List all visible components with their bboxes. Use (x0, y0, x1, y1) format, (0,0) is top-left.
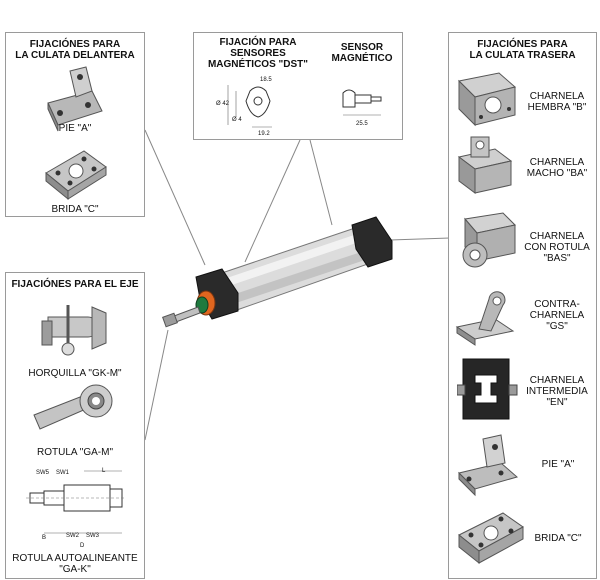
front-head-title: FIJACIÓNES PARA LA CULATA DELANTERA (15, 39, 135, 61)
rear-flange-c-icon (455, 505, 527, 571)
dim-25-5: 25.5 (356, 121, 368, 127)
connector-rear (389, 237, 451, 241)
rear-item-label-ba: CHARNELA MACHO "BA" (526, 157, 588, 179)
male-clevis-ba-icon (455, 133, 517, 197)
intermediate-trunnion-en-icon (457, 355, 519, 427)
foot-a-label: PIE "A" (58, 123, 92, 134)
dim-l: L (102, 468, 106, 474)
rear-item-label-gs: CONTRA- CHARNELA "GS" (529, 299, 585, 332)
rear-item-label-bas: CHARNELA CON ROTULA "BAS" (524, 231, 590, 264)
flange-c-icon (40, 143, 112, 205)
connector-rod (144, 329, 169, 441)
rear-item-label-flange-c: BRIDA "C" (534, 533, 582, 544)
flange-c-label: BRIDA "C" (51, 204, 99, 215)
connector-sensor-b (309, 139, 333, 226)
rod-title: FIJACIÓNES PARA EL EJE (11, 279, 139, 290)
dim-d: D (80, 543, 85, 549)
dim-18-5: 18.5 (260, 77, 272, 83)
rear-head-panel: FIJACIÓNES PARA LA CULATA TRASERA CHARNE… (448, 32, 597, 579)
rod-panel: FIJACIÓNES PARA EL EJE HORQUILLA "GK-M" … (5, 272, 145, 579)
dim-sw1: SW1 (56, 470, 70, 476)
rear-foot-a-icon (455, 433, 525, 497)
dim-19-2: 19.2 (258, 131, 270, 137)
self-aligning-rod-end-label: ROTULA AUTOALINEANTE "GA-K" (12, 553, 138, 575)
counter-clevis-gs-icon (453, 289, 519, 349)
sensor-bracket-title: FIJACIÓN PARA SENSORES MAGNÉTICOS "DST" (207, 37, 309, 70)
sensor-bracket-drawing-icon (222, 81, 292, 133)
dim-4: Ø 4 (232, 117, 242, 123)
dim-sw5: SW5 (36, 470, 50, 476)
rod-eye-clevis-bas-icon (455, 209, 519, 275)
self-aligning-rod-end-drawing-icon (24, 463, 128, 541)
connector-front (144, 129, 206, 266)
dim-b: B (42, 535, 47, 541)
connector-sensor-a (244, 139, 301, 263)
clevis-gk-m-icon (38, 297, 114, 363)
sensor-panel: FIJACIÓN PARA SENSORES MAGNÉTICOS "DST" … (193, 32, 403, 140)
rear-item-label-en: CHARNELA INTERMEDIA "EN" (526, 375, 588, 408)
rod-end-ga-m-label: ROTULA "GA-M" (37, 447, 113, 458)
dim-sw2: SW2 (66, 533, 80, 539)
magnetic-sensor-title: SENSOR MAGNÉTICO (331, 42, 393, 64)
pneumatic-cylinder-icon (160, 215, 396, 340)
dim-42: Ø 42 (216, 101, 230, 107)
front-head-panel: FIJACIÓNES PARA LA CULATA DELANTERA PIE … (5, 32, 145, 217)
rear-item-label-b: CHARNELA HEMBRA "B" (527, 91, 587, 113)
rod-end-ga-m-icon (30, 379, 120, 441)
female-clevis-b-icon (453, 67, 521, 133)
clevis-gk-m-label: HORQUILLA "GK-M" (28, 368, 122, 379)
rear-item-label-foot-a: PIE "A" (541, 459, 575, 470)
rear-head-title: FIJACIÓNES PARA LA CULATA TRASERA (469, 39, 576, 61)
magnetic-sensor-drawing-icon (339, 85, 389, 121)
dim-sw3: SW3 (86, 533, 100, 539)
foot-bracket-a-icon (40, 63, 110, 143)
